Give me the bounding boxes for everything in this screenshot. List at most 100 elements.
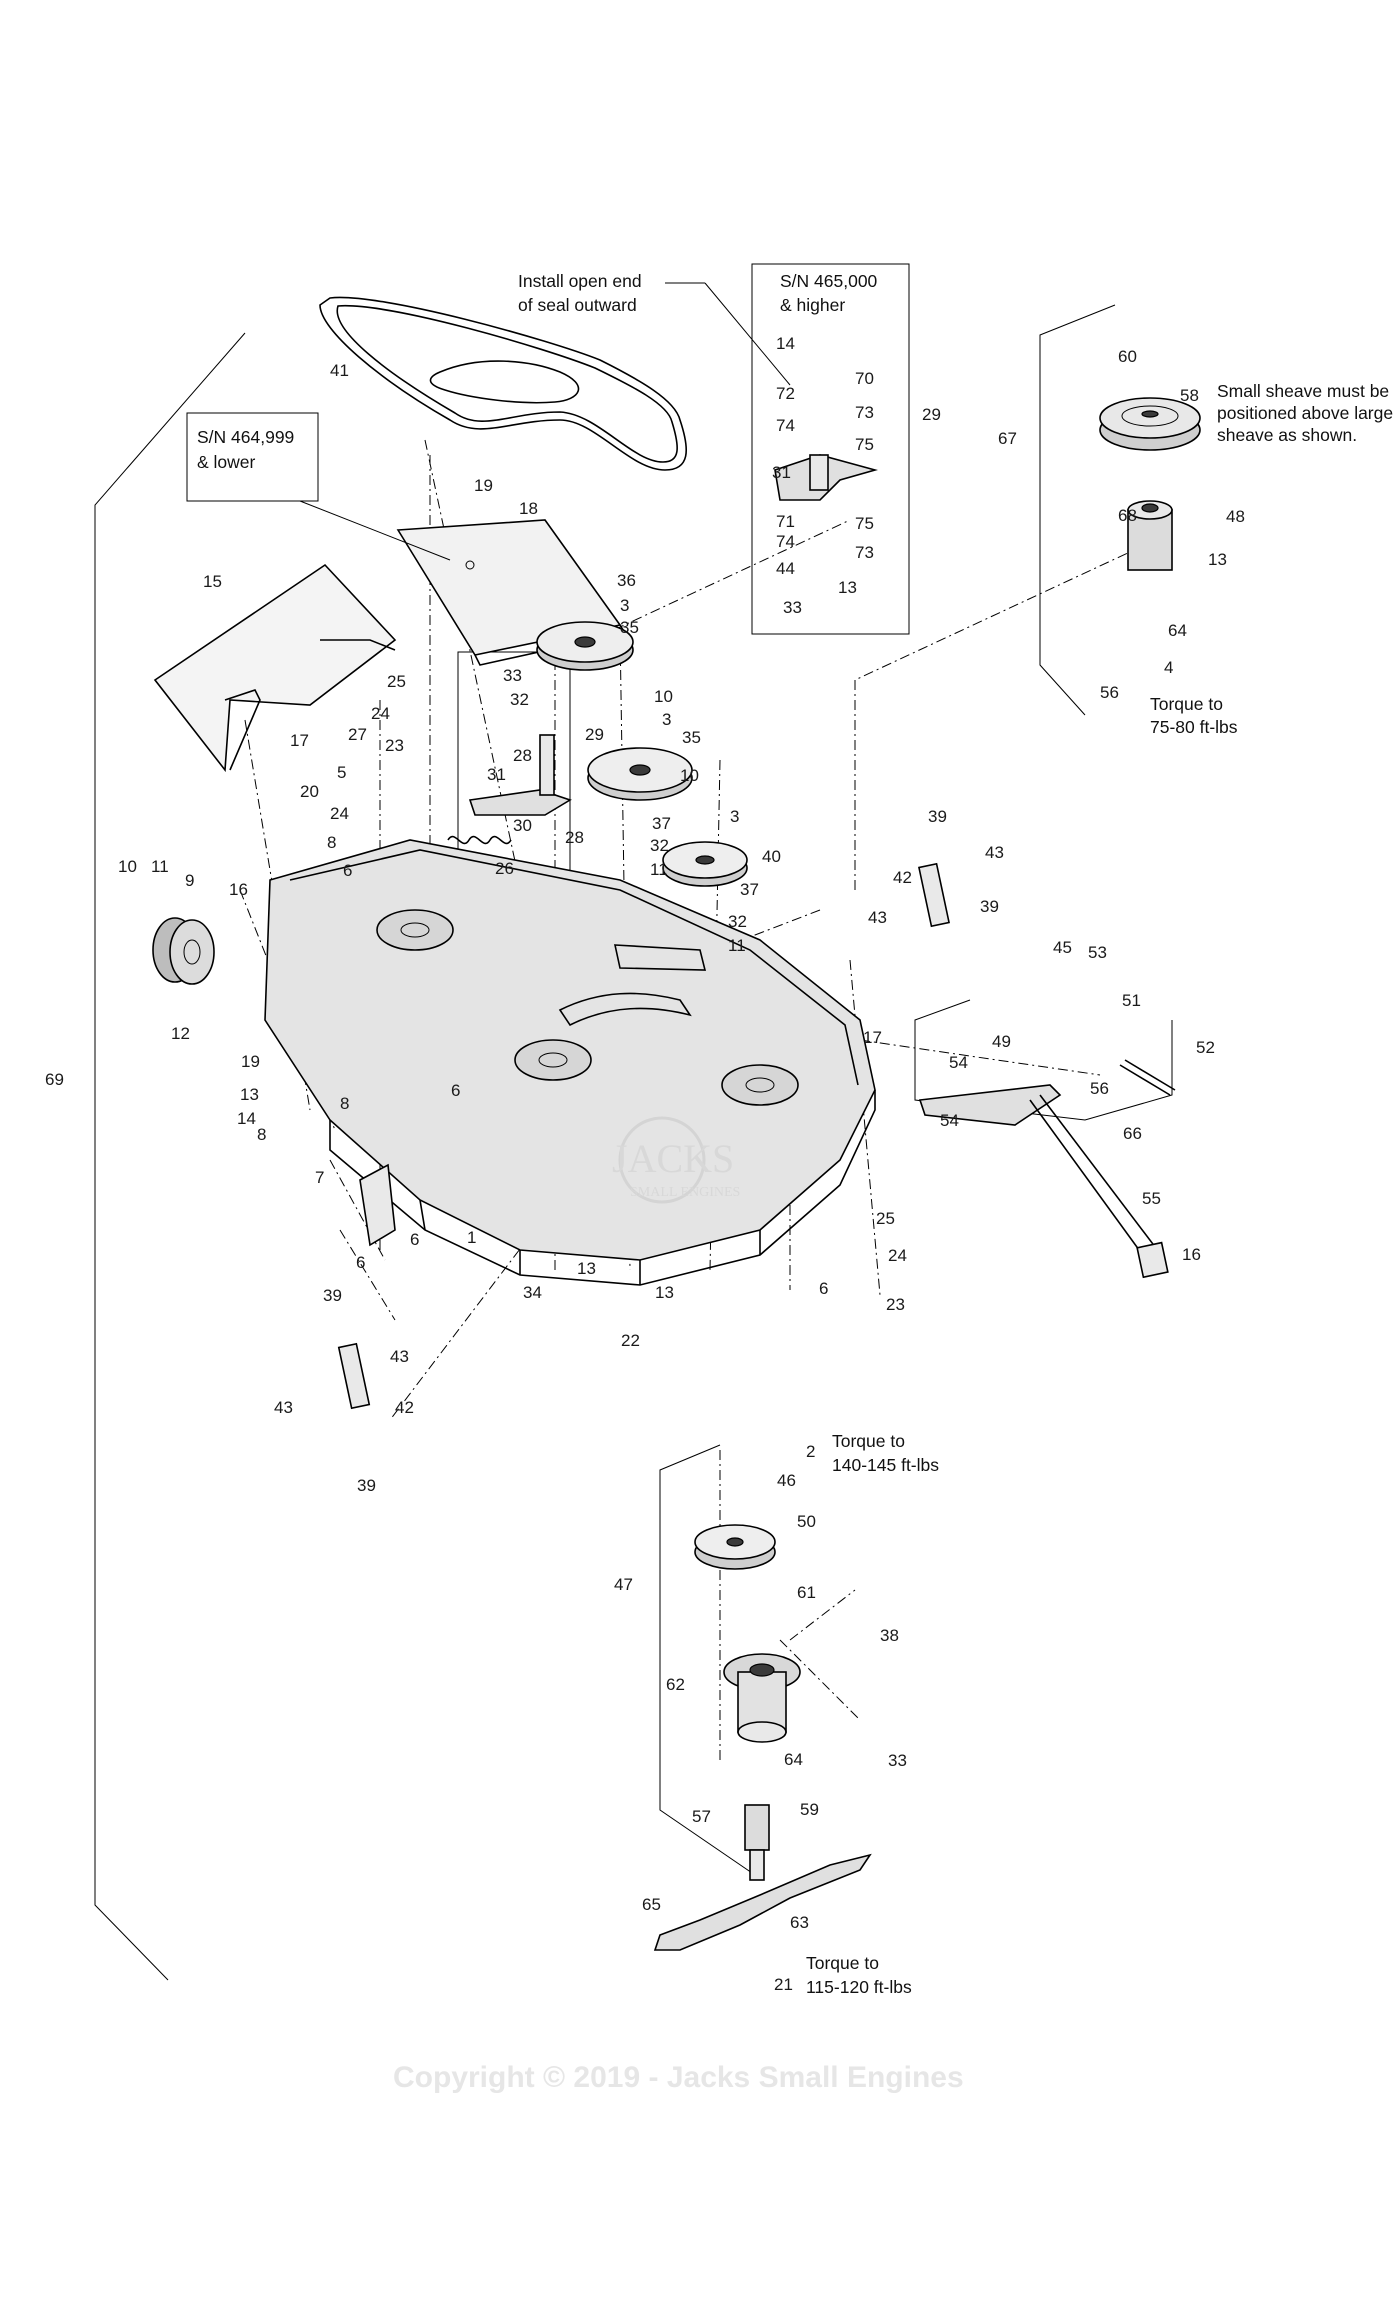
callout-16a: 16: [229, 880, 248, 899]
note-torque-115: Torque to 115-120 ft-lbs: [806, 1953, 912, 1997]
callout-7: 7: [315, 1168, 324, 1187]
callout-74b: 74: [776, 532, 795, 551]
idler-arm-31: [774, 454, 878, 501]
callout-25a: 25: [387, 672, 406, 691]
svg-text:& higher: & higher: [780, 295, 845, 315]
svg-text:115-120 ft-lbs: 115-120 ft-lbs: [806, 1977, 912, 1997]
callout-5: 5: [337, 763, 346, 782]
callout-3c: 3: [730, 807, 739, 826]
callout-39a: 39: [928, 807, 947, 826]
callout-31a: 31: [772, 463, 791, 482]
callout-6b: 6: [451, 1081, 460, 1100]
callout-21: 21: [774, 1975, 793, 1994]
callout-13d: 13: [577, 1259, 596, 1278]
callout-18: 18: [519, 499, 538, 518]
svg-text:sheave as shown.: sheave as shown.: [1217, 425, 1357, 445]
callout-54b: 54: [940, 1111, 959, 1130]
assembly-47-boundary: [659, 1444, 756, 1876]
callout-3a: 3: [620, 596, 629, 615]
callout-14b: 14: [237, 1109, 256, 1128]
svg-text:S/N 464,999: S/N 464,999: [197, 427, 294, 447]
callout-49: 49: [992, 1032, 1011, 1051]
callout-57: 57: [692, 1807, 711, 1826]
hanger-bracket-upper: [918, 862, 950, 928]
callout-28a: 28: [513, 746, 532, 765]
callout-66: 66: [1123, 1124, 1142, 1143]
callout-29b: 29: [585, 725, 604, 744]
jacks-watermark: JACKS SMALL ENGINES: [612, 1116, 740, 1204]
callout-10b: 10: [680, 766, 699, 785]
callout-36: 36: [617, 571, 636, 590]
hanger-bracket-lower: [337, 1342, 371, 1410]
callout-47: 47: [614, 1575, 633, 1594]
callout-74a: 74: [776, 416, 795, 435]
callout-29a: 29: [922, 405, 941, 424]
callout-60: 60: [1118, 347, 1137, 366]
callout-13a: 13: [1208, 550, 1227, 569]
callout-24c: 24: [888, 1246, 907, 1265]
svg-text:S/N 465,000: S/N 465,000: [780, 271, 878, 291]
callout-33b: 33: [503, 666, 522, 685]
note-torque-75: Torque to 75-80 ft-lbs: [1150, 694, 1238, 737]
callout-27: 27: [348, 725, 367, 744]
pulley-40: [662, 841, 748, 887]
callout-32c: 32: [728, 912, 747, 931]
callout-67: 67: [998, 429, 1017, 448]
callout-33a: 33: [783, 598, 802, 617]
tension-spring: [447, 835, 512, 845]
pulley-35-top: [536, 621, 634, 671]
callout-51: 51: [1122, 991, 1141, 1010]
callout-71: 71: [776, 512, 795, 531]
callout-26: 26: [495, 859, 514, 878]
callout-14a: 14: [776, 334, 795, 353]
spindle-housing: [723, 1653, 801, 1743]
callout-56b: 56: [1090, 1079, 1109, 1098]
deck-lift-rod: [918, 1084, 1169, 1279]
callout-9: 9: [185, 871, 194, 890]
callout-23a: 23: [385, 736, 404, 755]
callout-39d: 39: [357, 1476, 376, 1495]
drive-belt: [319, 296, 687, 471]
callout-6d: 6: [356, 1253, 365, 1272]
callout-42a: 42: [893, 868, 912, 887]
callout-63: 63: [790, 1913, 809, 1932]
callout-22: 22: [621, 1331, 640, 1350]
copyright-text: Copyright © 2019 - Jacks Small Engines: [393, 2061, 964, 2094]
callout-10c: 10: [118, 857, 137, 876]
callout-15: 15: [203, 572, 222, 591]
double-sheave-58: [1099, 397, 1201, 451]
callout-31b: 31: [487, 765, 506, 784]
mower-deck-housing: [264, 839, 876, 1286]
callout-1: 1: [467, 1228, 476, 1247]
callout-34: 34: [523, 1283, 542, 1302]
callout-13e: 13: [655, 1283, 674, 1302]
svg-text:& lower: & lower: [197, 452, 256, 472]
svg-text:positioned above large: positioned above large: [1217, 403, 1393, 423]
callout-46: 46: [777, 1471, 796, 1490]
mower-blade: [653, 1853, 872, 1951]
callout-33c: 33: [888, 1751, 907, 1770]
callout-75a: 75: [855, 435, 874, 454]
callout-8a: 8: [327, 833, 336, 852]
callout-16b: 16: [1182, 1245, 1201, 1264]
callout-35b: 35: [682, 728, 701, 747]
callout-24b: 24: [330, 804, 349, 823]
callout-65: 65: [642, 1895, 661, 1914]
callout-48: 48: [1226, 507, 1245, 526]
callout-64a: 64: [1168, 621, 1187, 640]
callout-3b: 3: [662, 710, 671, 729]
callout-68: 68: [1118, 506, 1137, 525]
callout-43d: 43: [274, 1398, 293, 1417]
callout-32a: 32: [510, 690, 529, 709]
callout-64b: 64: [784, 1750, 803, 1769]
svg-text:Install open end: Install open end: [518, 271, 642, 291]
callout-6a: 6: [343, 861, 352, 880]
note-torque-140: Torque to 140-145 ft-lbs: [832, 1431, 939, 1475]
callout-62: 62: [666, 1675, 685, 1694]
callout-12: 12: [171, 1024, 190, 1043]
callout-73b: 73: [855, 543, 874, 562]
callout-59: 59: [800, 1800, 819, 1819]
idler-arm-lower: [468, 734, 572, 816]
callout-39c: 39: [323, 1286, 342, 1305]
callout-20: 20: [300, 782, 319, 801]
